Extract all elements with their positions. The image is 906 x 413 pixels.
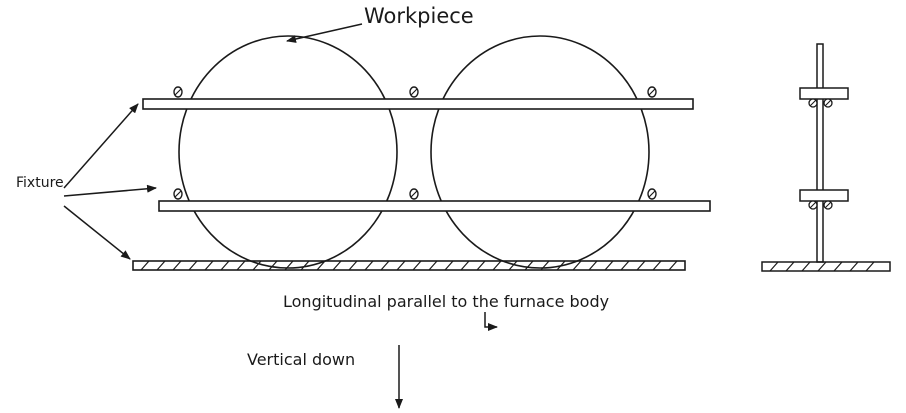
side-view-clamp-upper	[799, 87, 849, 100]
side-view	[761, 43, 891, 272]
vertical-direction-label: Vertical down	[247, 350, 356, 369]
direction-arrows	[395, 312, 498, 409]
workpiece-arrow	[286, 23, 363, 43]
base-plate	[132, 260, 686, 271]
fixture-arrows	[63, 103, 157, 260]
base-plate-hatch	[140, 260, 678, 271]
workpiece-label: Workpiece	[364, 4, 474, 28]
fixture-bar-upper	[142, 98, 694, 110]
workpiece-right	[430, 35, 650, 269]
side-view-clamp-lower	[799, 189, 849, 202]
longitudinal-arrow	[484, 312, 498, 331]
fixture-bar-lower	[158, 200, 711, 212]
side-view-rod	[816, 43, 824, 263]
longitudinal-direction-label: Longitudinal parallel to the furnace bod…	[283, 292, 610, 311]
workpiece-left	[178, 35, 398, 269]
fixture-label: Fixture	[16, 175, 64, 191]
